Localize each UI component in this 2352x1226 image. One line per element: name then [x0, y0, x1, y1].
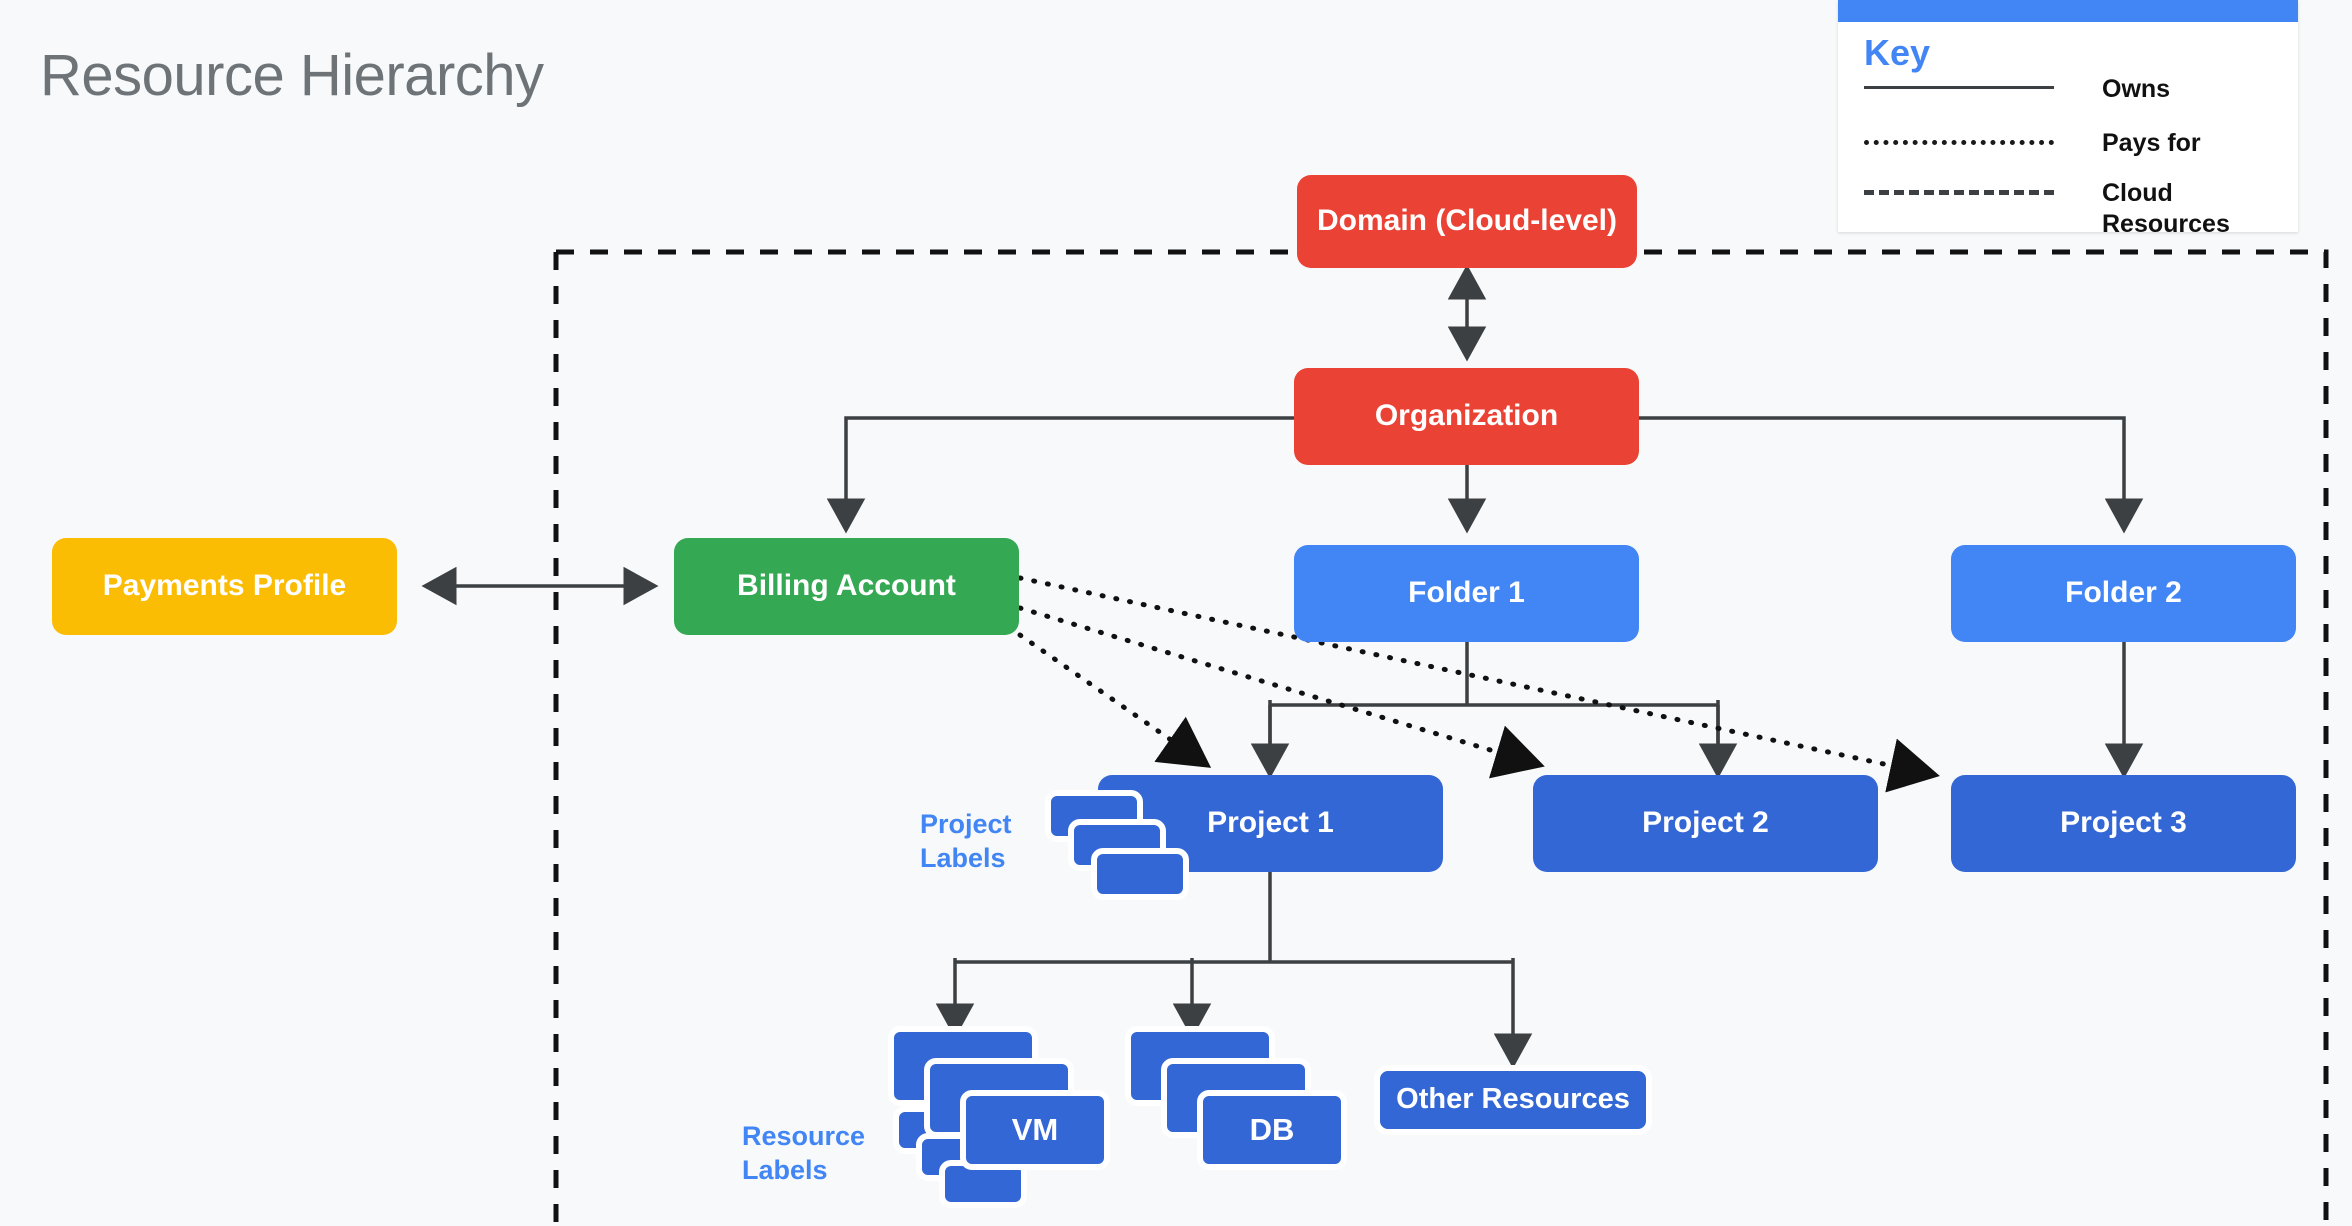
node-vm[interactable]: VM [960, 1090, 1110, 1170]
node-domain[interactable]: Domain (Cloud-level) [1297, 175, 1637, 268]
solid-line-icon [1864, 86, 2054, 89]
edge-organization-folder2 [1630, 416, 2144, 534]
edge-organization-billing [826, 416, 1308, 534]
key-row-owns: Owns [1864, 74, 2274, 105]
node-project-2[interactable]: Project 2 [1533, 775, 1878, 872]
key-row-cloud-resources: Cloud Resources [1864, 178, 2274, 239]
key-panel: Key Owns Pays for Cloud Resources [1838, 0, 2298, 238]
page-title: Resource Hierarchy [40, 43, 544, 108]
node-billing-account[interactable]: Billing Account [674, 538, 1019, 635]
resource-labels-annotation: Resource Labels [742, 1121, 866, 1185]
project-label-chip-3 [1091, 848, 1189, 900]
node-other-resources-label: Other Resources [1396, 1083, 1630, 1116]
node-folder-2[interactable]: Folder 2 [1951, 545, 2296, 642]
edge-folder1-projects [1250, 642, 1738, 779]
node-payments-profile[interactable]: Payments Profile [52, 538, 397, 635]
key-row-pays-for: Pays for [1864, 128, 2274, 159]
node-folder-1[interactable]: Folder 1 [1294, 545, 1639, 642]
key-label-pays-for: Pays for [2102, 129, 2201, 157]
edge-billing-pays-project1 [1017, 632, 1212, 768]
edge-billing-pays-project3 [1017, 575, 1940, 793]
node-project-3[interactable]: Project 3 [1951, 775, 2296, 872]
node-folder-1-label: Folder 1 [1408, 576, 1525, 610]
node-vm-stack[interactable]: VM [888, 1026, 1148, 1171]
node-payments-profile-label: Payments Profile [102, 569, 347, 603]
node-organization[interactable]: Organization [1294, 368, 1639, 465]
key-panel-accent-bar [1838, 0, 2298, 22]
project-labels-annotation: Project Labels [920, 809, 1012, 873]
node-folder-2-label: Folder 2 [2065, 576, 2182, 610]
node-project-1-label: Project 1 [1207, 806, 1334, 840]
node-vm-label: VM [1011, 1112, 1059, 1148]
node-project-2-label: Project 2 [1642, 806, 1769, 840]
key-label-owns: Owns [2102, 75, 2171, 103]
key-title: Key [1864, 32, 1931, 73]
node-organization-label: Organization [1374, 399, 1559, 433]
dotted-line-icon [1864, 140, 2054, 145]
project-labels-stack[interactable] [1045, 790, 1189, 900]
dashed-line-icon [1864, 190, 2054, 195]
key-label-cloud-resources: Cloud Resources [2102, 179, 2230, 238]
node-db-stack[interactable]: DB [1125, 1026, 1385, 1171]
node-billing-account-label: Billing Account [737, 569, 956, 603]
node-other-resources[interactable]: Other Resources [1374, 1065, 1652, 1135]
node-project-3-label: Project 3 [2060, 806, 2187, 840]
node-domain-label: Domain (Cloud-level) [1316, 204, 1617, 238]
node-db[interactable]: DB [1197, 1090, 1347, 1170]
cloud-resources-boundary [553, 249, 2329, 1226]
node-db-label: DB [1249, 1112, 1295, 1148]
edge-project1-resources [935, 872, 1533, 1069]
